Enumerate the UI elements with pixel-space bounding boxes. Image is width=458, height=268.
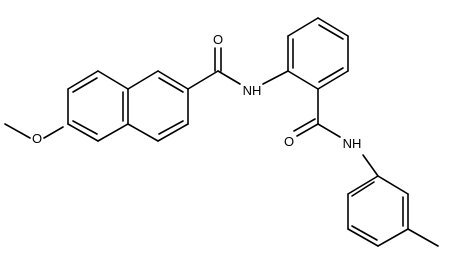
methoxy-group <box>4 123 64 139</box>
naphthamide-oxygen-label: O <box>213 32 223 47</box>
benzamide-nh-label: NH <box>343 136 362 151</box>
benzamide-carbonyl <box>293 88 341 138</box>
benzamide-oxygen-label: O <box>284 134 294 149</box>
central-benzene-ring <box>262 17 349 90</box>
naphthamide-nh-label: NH <box>243 83 262 98</box>
methoxy-oxygen-label: O <box>32 131 42 146</box>
naphthamide-carbonyl <box>187 47 241 90</box>
naphthalene-ring <box>67 70 189 142</box>
tolyl-methyl-group <box>407 228 439 247</box>
tolyl-ring <box>347 154 409 247</box>
